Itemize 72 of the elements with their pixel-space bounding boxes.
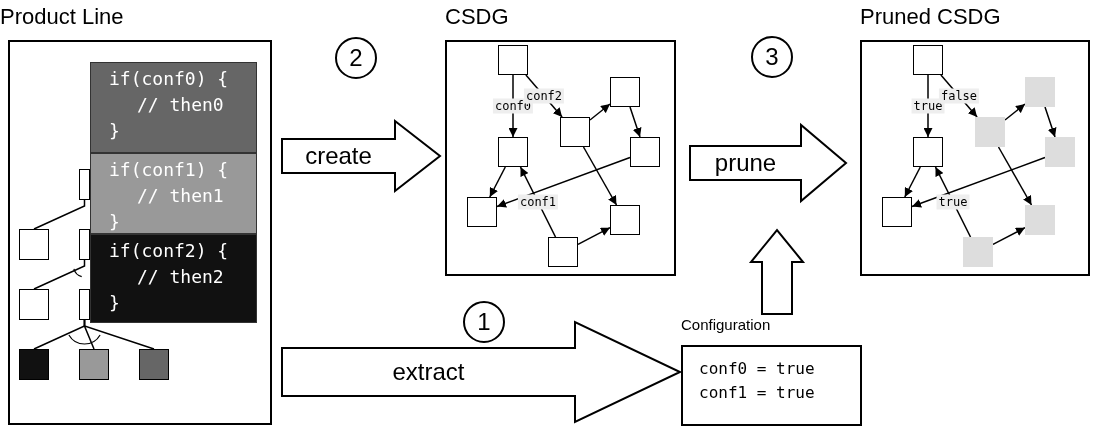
arrow-label: prune xyxy=(714,149,777,177)
edge-label: true xyxy=(936,194,970,210)
code-line: } xyxy=(109,291,120,315)
arrow xyxy=(496,156,631,208)
graph-node xyxy=(1025,77,1055,107)
code-line: } xyxy=(109,119,120,143)
feature-box xyxy=(79,349,109,380)
panel-title: CSDG xyxy=(445,4,509,30)
graph-node xyxy=(1025,205,1055,235)
code-line: if(conf2) { xyxy=(109,239,229,263)
code-line: if(conf1) { xyxy=(109,158,229,182)
edge-label: conf1 xyxy=(517,194,559,210)
graph-node xyxy=(610,205,640,235)
code-line: // then0 xyxy=(137,93,224,117)
step-number: 2 xyxy=(335,37,377,79)
code-line: conf0 = true xyxy=(699,359,815,378)
panel-title: Product Line xyxy=(0,4,124,30)
graph-node xyxy=(963,237,993,267)
arrow xyxy=(489,166,507,198)
connector-line xyxy=(33,259,86,290)
feature-box xyxy=(19,229,49,260)
graph-node xyxy=(913,45,943,75)
arrow xyxy=(577,226,611,246)
feature-box xyxy=(19,289,49,320)
code-block xyxy=(90,234,257,323)
step-number: 1 xyxy=(463,301,505,343)
graph-node xyxy=(882,197,912,227)
arrow xyxy=(582,146,618,206)
connector-line xyxy=(33,199,86,230)
feature-box xyxy=(19,349,49,380)
graph-node xyxy=(560,117,590,147)
code-block xyxy=(90,153,257,234)
graph-node xyxy=(498,45,528,75)
block-arrow xyxy=(689,122,848,204)
graph-node xyxy=(610,77,640,107)
code-line: conf1 = true xyxy=(699,383,815,402)
arrow-label: extract xyxy=(392,358,465,386)
graph-node xyxy=(548,237,578,267)
code-line: if(conf0) { xyxy=(109,67,229,91)
feature-box xyxy=(139,349,169,380)
step-number: 3 xyxy=(751,36,793,78)
graph-node xyxy=(630,137,660,167)
arrow xyxy=(629,106,642,138)
code-line: } xyxy=(109,210,120,234)
feature-box xyxy=(79,169,90,200)
block-arrow xyxy=(281,320,683,424)
graph-node xyxy=(498,137,528,167)
feature-box xyxy=(79,229,90,260)
feature-box xyxy=(79,289,90,320)
code-block xyxy=(90,62,257,153)
code-line: // then2 xyxy=(137,265,224,289)
connector-line xyxy=(83,319,155,350)
block-arrow xyxy=(748,228,806,315)
graph-node xyxy=(467,197,497,227)
edge-label: conf2 xyxy=(523,88,565,104)
arrow xyxy=(1004,103,1026,121)
arrow xyxy=(904,166,922,198)
panel-title: Pruned CSDG xyxy=(860,4,1001,30)
arrow xyxy=(911,156,1046,208)
edge-label: false xyxy=(938,88,980,104)
code-line: // then1 xyxy=(137,184,224,208)
arrow xyxy=(589,103,611,121)
arrow xyxy=(997,146,1033,206)
arrow xyxy=(992,226,1026,246)
block-arrow xyxy=(281,118,442,194)
arrow xyxy=(1044,106,1057,138)
config-title: Configuration xyxy=(681,316,771,333)
graph-node xyxy=(913,137,943,167)
arrow-label: create xyxy=(305,142,372,170)
graph-node xyxy=(975,117,1005,147)
edge-label: true xyxy=(911,98,945,114)
graph-node xyxy=(1045,137,1075,167)
